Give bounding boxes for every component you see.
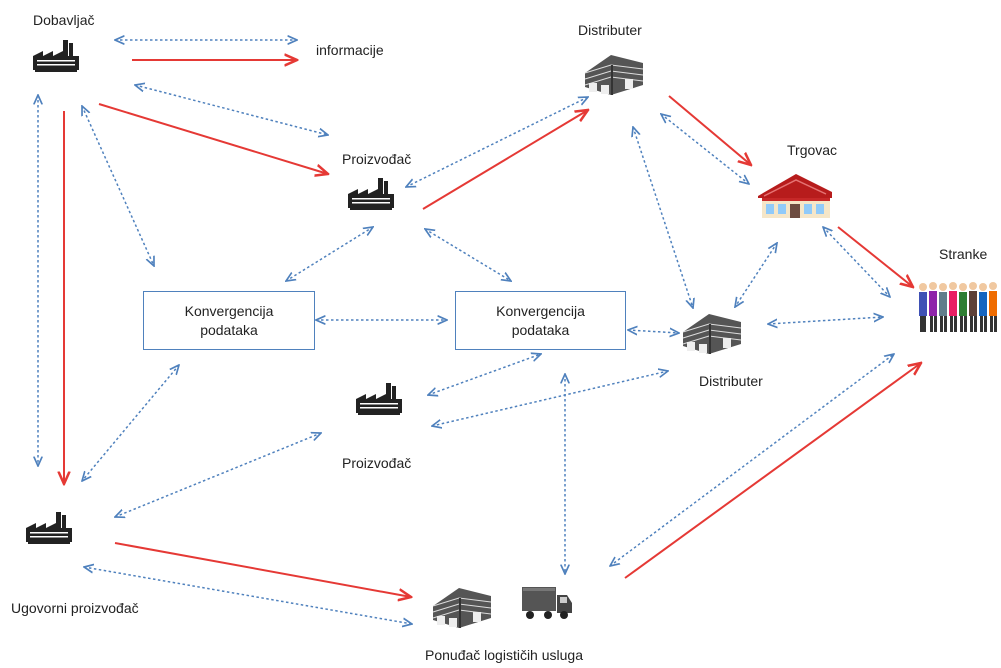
manufacturer-top-label: Proizvođač [342, 151, 412, 167]
info-arrow [628, 330, 679, 333]
retailer-label: Trgovac [787, 142, 838, 158]
contract-manufacturer-label: Ugovorni proizvođač [11, 600, 139, 616]
information-label: informacije [316, 42, 384, 58]
info-arrow [286, 227, 373, 281]
info-arrow [633, 127, 693, 308]
material-arrow [668, 95, 751, 165]
supplier-factory-icon [33, 40, 79, 72]
distributor-top-warehouse-icon [584, 54, 644, 96]
box-line-2: podataka [511, 321, 570, 338]
manufacturer-mid-label: Proizvođač [342, 455, 412, 471]
info-arrow [432, 371, 668, 426]
data-convergence-box-right: Konvergencija podataka [455, 291, 626, 350]
distributor-mid-warehouse-icon [682, 313, 742, 355]
info-arrow [115, 433, 321, 517]
customers-label: Stranke [939, 246, 988, 262]
supplier-label: Dobavljač [33, 12, 95, 28]
box-line-1: Konvergencija [184, 302, 274, 319]
material-arrow [624, 363, 921, 579]
logistics-warehouse-icon [432, 587, 492, 629]
data-convergence-box-left: Konvergencija podataka [143, 291, 315, 350]
retailer-store-icon [758, 174, 832, 218]
manufacturer-mid-factory-icon [356, 383, 402, 415]
info-arrow [735, 243, 777, 307]
box-line-2: podataka [200, 321, 258, 338]
manufacturer-top-factory-icon [348, 178, 394, 210]
info-arrow [428, 354, 541, 395]
material-arrow [114, 542, 411, 597]
info-arrow [823, 227, 890, 297]
material-arrow [422, 110, 588, 210]
info-arrow [135, 85, 328, 135]
customers-people-icon [919, 282, 997, 332]
info-arrow [768, 317, 883, 324]
box-line-1: Konvergencija [496, 302, 585, 319]
distributor-top-label: Distributer [578, 22, 642, 38]
material-arrow [98, 103, 328, 174]
info-arrow [425, 229, 511, 281]
info-arrow [406, 97, 588, 187]
contract-manufacturer-factory-icon [26, 512, 72, 544]
info-arrow [610, 354, 894, 566]
info-arrow [82, 106, 154, 266]
material-arrow [837, 226, 913, 287]
distributor-mid-label: Distributer [699, 373, 763, 389]
logistics-truck-icon [522, 587, 572, 619]
info-arrow [82, 365, 179, 481]
logistics-provider-label: Ponuđač logističih usluga [425, 647, 583, 663]
info-arrow [84, 567, 412, 624]
info-arrow [661, 114, 749, 184]
